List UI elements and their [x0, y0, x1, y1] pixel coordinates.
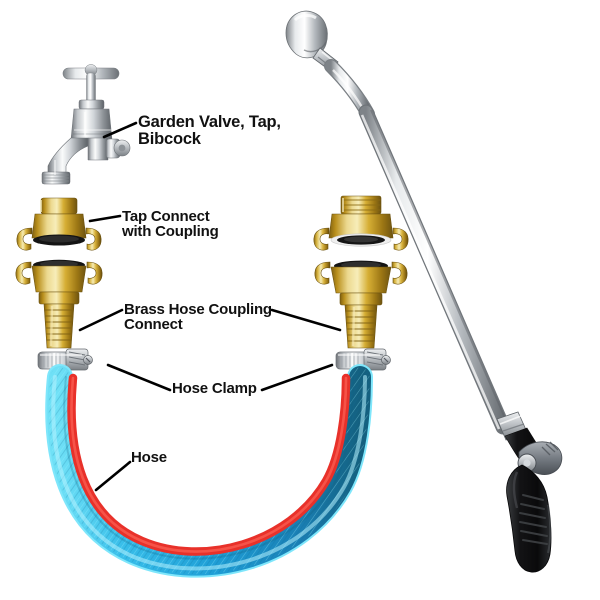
leader-clamp-right [260, 363, 334, 392]
label-hose: Hose [131, 449, 167, 466]
hose-illustration [45, 364, 373, 578]
tap-connect-with-coupling-illustration [16, 197, 102, 251]
label-garden-valve: Garden Valve, Tap, Bibcock [138, 113, 281, 148]
leader-garden-valve [102, 121, 138, 139]
brass-hose-coupling-connect-left-illustration [15, 259, 103, 349]
threaded-coupling-right-illustration [313, 195, 409, 251]
hose-clamp-right-illustration [335, 348, 391, 371]
label-brass-coupling: Brass Hose Coupling Connect [124, 301, 272, 334]
brass-hose-coupling-connect-right-illustration [314, 260, 408, 349]
label-tap-connect: Tap Connect with Coupling [122, 208, 219, 241]
leader-clamp-left [106, 363, 172, 392]
leader-brass-right [270, 308, 342, 332]
leader-hose [94, 460, 132, 492]
leader-brass-left [78, 308, 124, 332]
leader-lines [78, 121, 342, 492]
garden-valve-tap-bibcock-illustration [41, 64, 131, 185]
leader-tap-connect [88, 214, 122, 223]
label-hose-clamp: Hose Clamp [172, 380, 257, 397]
spray-lance-illustration [285, 10, 563, 573]
